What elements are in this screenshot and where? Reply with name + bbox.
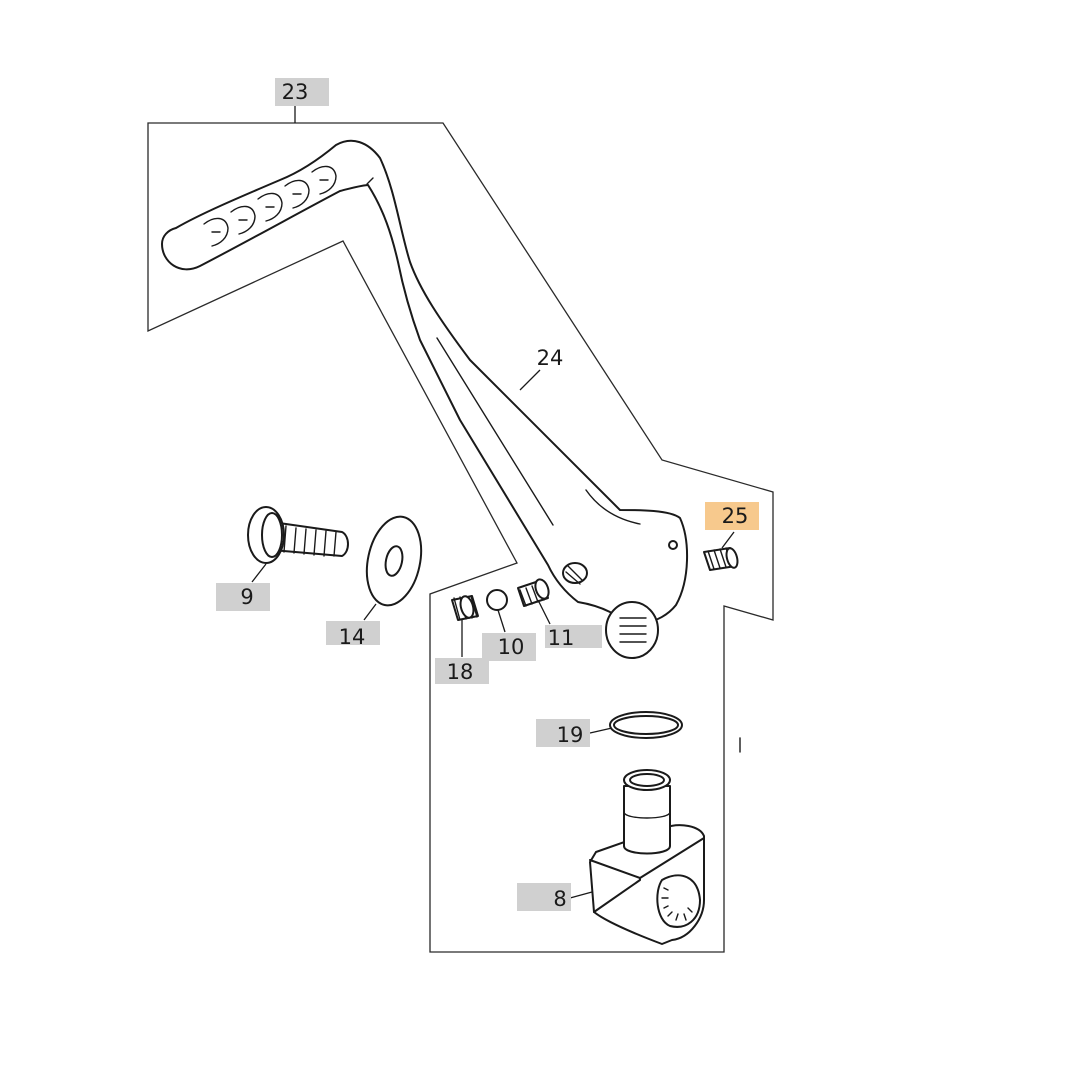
washer-part[interactable] <box>359 512 429 611</box>
kick-shaft-part[interactable] <box>589 769 705 945</box>
spring-11-part[interactable] <box>517 578 551 607</box>
spring-18-part[interactable] <box>451 595 479 621</box>
leader-lines <box>251 105 735 899</box>
kick-lever-part[interactable] <box>161 139 688 659</box>
insert-25-part[interactable] <box>703 547 739 571</box>
callout-25[interactable]: 25 <box>705 502 759 530</box>
callout-label: 24 <box>537 346 564 370</box>
o-ring-part[interactable] <box>609 711 683 739</box>
callout-8[interactable]: 8 <box>517 883 571 911</box>
callout-23[interactable]: 23 <box>275 78 329 106</box>
callout-18[interactable]: 18 <box>435 658 489 684</box>
callout-11[interactable]: 11 <box>545 625 602 650</box>
bolt-part[interactable] <box>247 506 349 564</box>
callout-14[interactable]: 14 <box>326 621 380 649</box>
callout-24[interactable]: 24 <box>537 346 564 370</box>
callout-9[interactable]: 9 <box>216 583 270 611</box>
assembly-boundary <box>147 122 774 953</box>
ball-part[interactable] <box>486 589 508 611</box>
callout-10[interactable]: 10 <box>482 633 536 661</box>
callout-19[interactable]: 19 <box>536 719 590 747</box>
